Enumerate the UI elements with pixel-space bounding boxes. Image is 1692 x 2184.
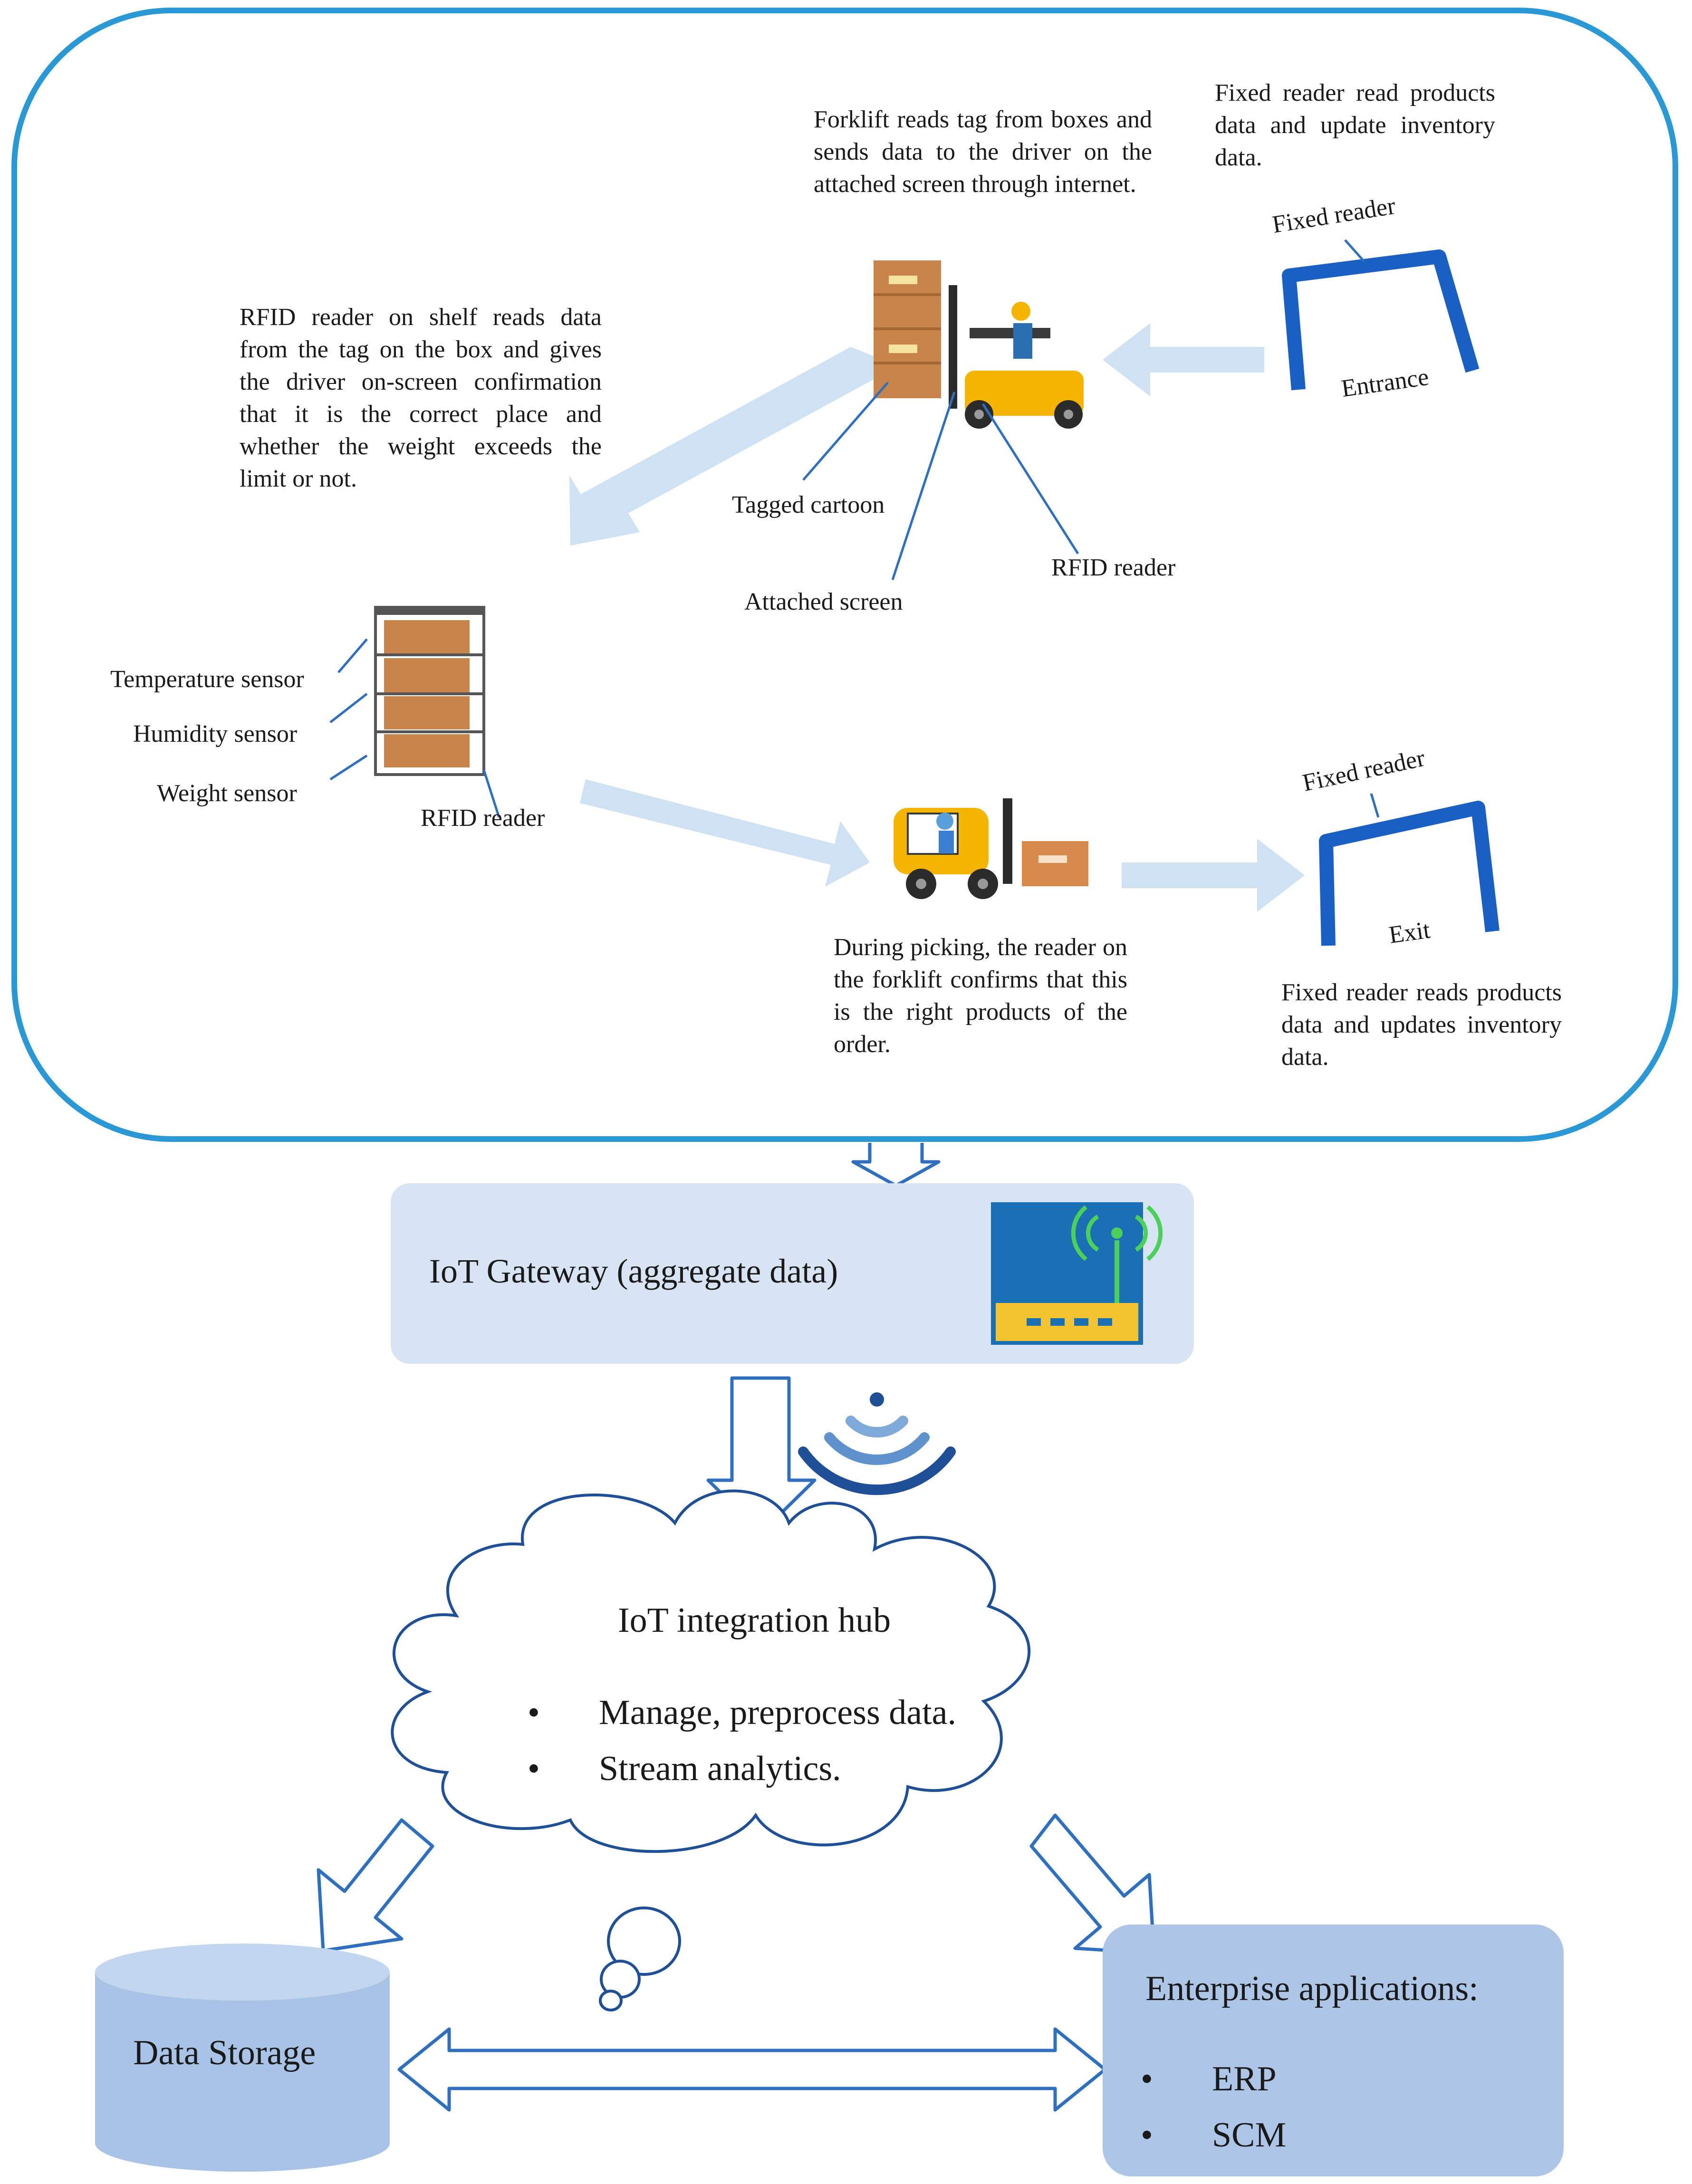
hub-bullet-list: • Manage, preprocess data. • Stream anal… xyxy=(528,1685,1003,1797)
data-storage-cylinder xyxy=(95,1944,390,2172)
forklift-with-cartons-icon xyxy=(874,260,1084,429)
shelf-rfid-reader-label: RFID reader xyxy=(421,805,545,832)
exit-note: Fixed reader reads products data and upd… xyxy=(1281,979,1562,1071)
arrow-hub-to-storage xyxy=(317,1818,434,1953)
enterprise-box xyxy=(1103,1925,1564,2176)
picking-forklift-icon xyxy=(894,798,1088,899)
hub-bullet-text: Stream analytics. xyxy=(599,1749,841,1788)
cloud-tail-bubbles xyxy=(599,1906,681,2012)
hub-bullet-item: • Stream analytics. xyxy=(528,1741,1003,1797)
enterprise-item-text: ERP xyxy=(1212,2059,1277,2098)
hub-title: IoT integration hub xyxy=(618,1601,891,1640)
integration-hub-cloud xyxy=(391,1489,1030,1853)
leader-lines xyxy=(329,382,1079,818)
arrow-picking-to-exit xyxy=(1122,839,1305,912)
forklift-rfid-reader-label: RFID reader xyxy=(1051,554,1176,581)
hub-bullet-item: • Manage, preprocess data. xyxy=(528,1685,1003,1741)
bullet-dot: • xyxy=(1141,2116,1153,2155)
hub-bullet-text: Manage, preprocess data. xyxy=(599,1693,956,1732)
humidity-sensor-label: Humidity sensor xyxy=(133,720,298,747)
data-storage-label: Data Storage xyxy=(133,2033,316,2072)
arrow-forklift-to-shelf xyxy=(569,347,898,546)
weight-sensor-label: Weight sensor xyxy=(157,780,297,807)
arrow-shelf-to-picking xyxy=(580,779,870,887)
wireless-signal-icon xyxy=(798,1392,956,1495)
shelf-note: RFID reader on shelf reads data from the… xyxy=(240,304,602,492)
enterprise-item: • SCM xyxy=(1141,2107,1473,2163)
gateway-label: IoT Gateway (aggregate data) xyxy=(429,1252,838,1290)
exit-fixed-reader-icon xyxy=(1319,793,1500,946)
enterprise-item-text: SCM xyxy=(1212,2116,1287,2155)
arrow-hub-to-enterprise xyxy=(1029,1813,1156,1955)
picking-note: During picking, the reader on the forkli… xyxy=(834,934,1127,1058)
arrow-storage-enterprise xyxy=(397,2027,1107,2112)
exit-label: Exit xyxy=(1387,916,1432,949)
tagged-cartoon-label: Tagged cartoon xyxy=(732,491,885,518)
arrow-frame-to-gateway xyxy=(851,1143,941,1188)
arrow-entrance-to-forklift xyxy=(1103,323,1264,396)
router-icon xyxy=(991,1202,1163,1345)
enterprise-title: Enterprise applications: xyxy=(1145,1969,1479,2008)
shelf-with-cartons-icon xyxy=(374,606,485,776)
temperature-sensor-label: Temperature sensor xyxy=(110,666,304,693)
bullet-dot: • xyxy=(528,1749,540,1788)
forklift-note: Forklift reads tag from boxes and sends … xyxy=(814,106,1152,198)
enterprise-list: • ERP • SCM xyxy=(1141,2051,1473,2163)
enterprise-item: • ERP xyxy=(1141,2051,1473,2107)
attached-screen-label: Attached screen xyxy=(744,588,903,615)
bullet-dot: • xyxy=(1141,2059,1153,2098)
entrance-note: Fixed reader read products data and upda… xyxy=(1215,79,1495,171)
bullet-dot: • xyxy=(528,1693,540,1732)
entrance-fixed-reader-icon xyxy=(1282,239,1480,391)
